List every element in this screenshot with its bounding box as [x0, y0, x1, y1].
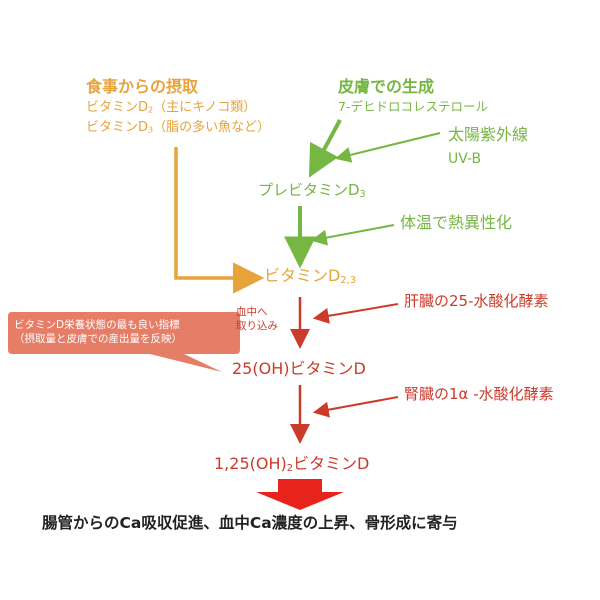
vitamin-d23-label: ビタミンD2,3: [264, 266, 357, 286]
liver-enzyme-label: 肝臓の25-水酸化酵素: [404, 292, 549, 310]
previtamin-d3-label: プレビタミンD3: [258, 181, 366, 200]
diet-to-vitamin-d-arrow: [174, 147, 265, 294]
25oh-vitamin-d-label: 25(OH)ビタミンD: [232, 359, 366, 378]
heat-isomerization-label: 体温で熱異性化: [400, 213, 513, 232]
callout-line1: ビタミンD栄養状態の最も良い指標: [14, 319, 180, 331]
precursor-label: 7-デヒドロコレステロール: [338, 99, 488, 114]
kidney-enzyme-label: 腎臓の1α -水酸化酵素: [404, 385, 554, 403]
125oh2-vitamin-d-label: 1,25(OH)2ビタミンD: [214, 454, 370, 474]
callout-line2: （摂取量と皮膚での産出量を反映）: [14, 333, 182, 345]
vitamin-d3-label: ビタミンD3（脂の多い魚など）: [86, 120, 271, 135]
blood-uptake-line2: 取り込み: [236, 320, 278, 332]
heat-isomerization-arrow: [310, 224, 395, 246]
uv-label: 太陽紫外線: [448, 125, 529, 144]
callout-bubble: [8, 312, 240, 372]
vitamin-d2-label: ビタミンD2（主にキノコ類）: [86, 100, 257, 115]
precursor-to-previtamin-arrow: [308, 119, 342, 178]
uvb-arrow: [334, 132, 441, 163]
kidney-enzyme-arrow: [312, 396, 399, 418]
effect-big-arrow: [256, 479, 344, 510]
liver-enzyme-arrow: [312, 303, 399, 324]
effect-label: 腸管からのCa吸収促進、血中Ca濃度の上昇、骨形成に寄与: [42, 514, 458, 532]
uvb-label: UV-B: [448, 151, 482, 167]
callout-text: ビタミンD栄養状態の最も良い指標 （摂取量と皮膚での産出量を反映）: [14, 318, 182, 346]
skin-title: 皮膚での生成: [338, 77, 435, 96]
blood-uptake-line1: 血中へ: [236, 306, 268, 318]
diet-title: 食事からの摂取: [86, 77, 199, 96]
